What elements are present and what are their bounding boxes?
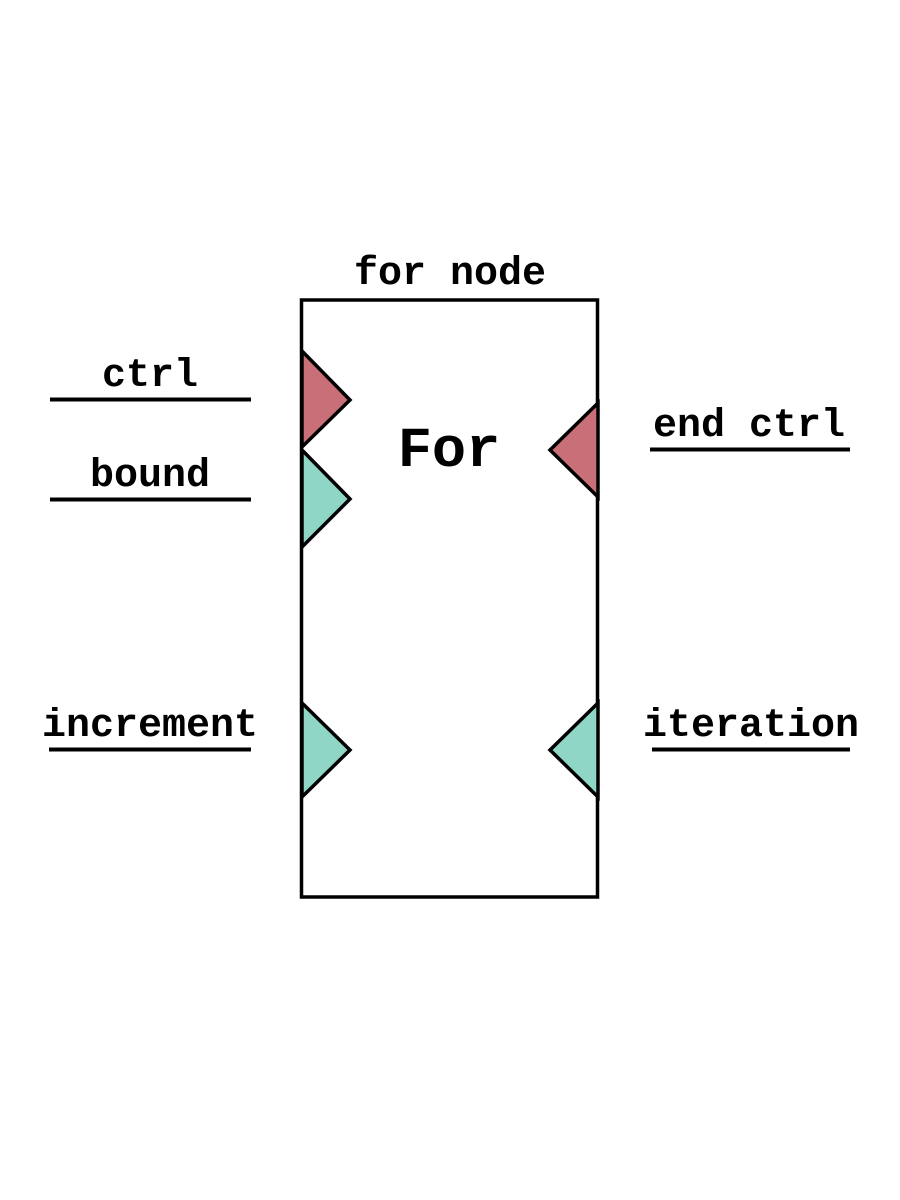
for-node-label: For [398, 420, 501, 484]
for-node-body [299, 298, 600, 899]
port-end-ctrl-triangle [547, 398, 600, 502]
port-iteration-triangle [547, 698, 600, 802]
port-iteration-label: iteration [643, 704, 859, 749]
port-increment-label: increment [42, 704, 258, 749]
port-bound-label: bound [90, 454, 210, 499]
port-bound-triangle [300, 445, 353, 552]
port-ctrl-label: ctrl [102, 354, 198, 399]
port-end-ctrl-label: end ctrl [653, 404, 845, 449]
diagram-title: for node [354, 252, 546, 297]
port-increment-triangle [300, 698, 353, 802]
port-ctrl-triangle [300, 346, 353, 452]
